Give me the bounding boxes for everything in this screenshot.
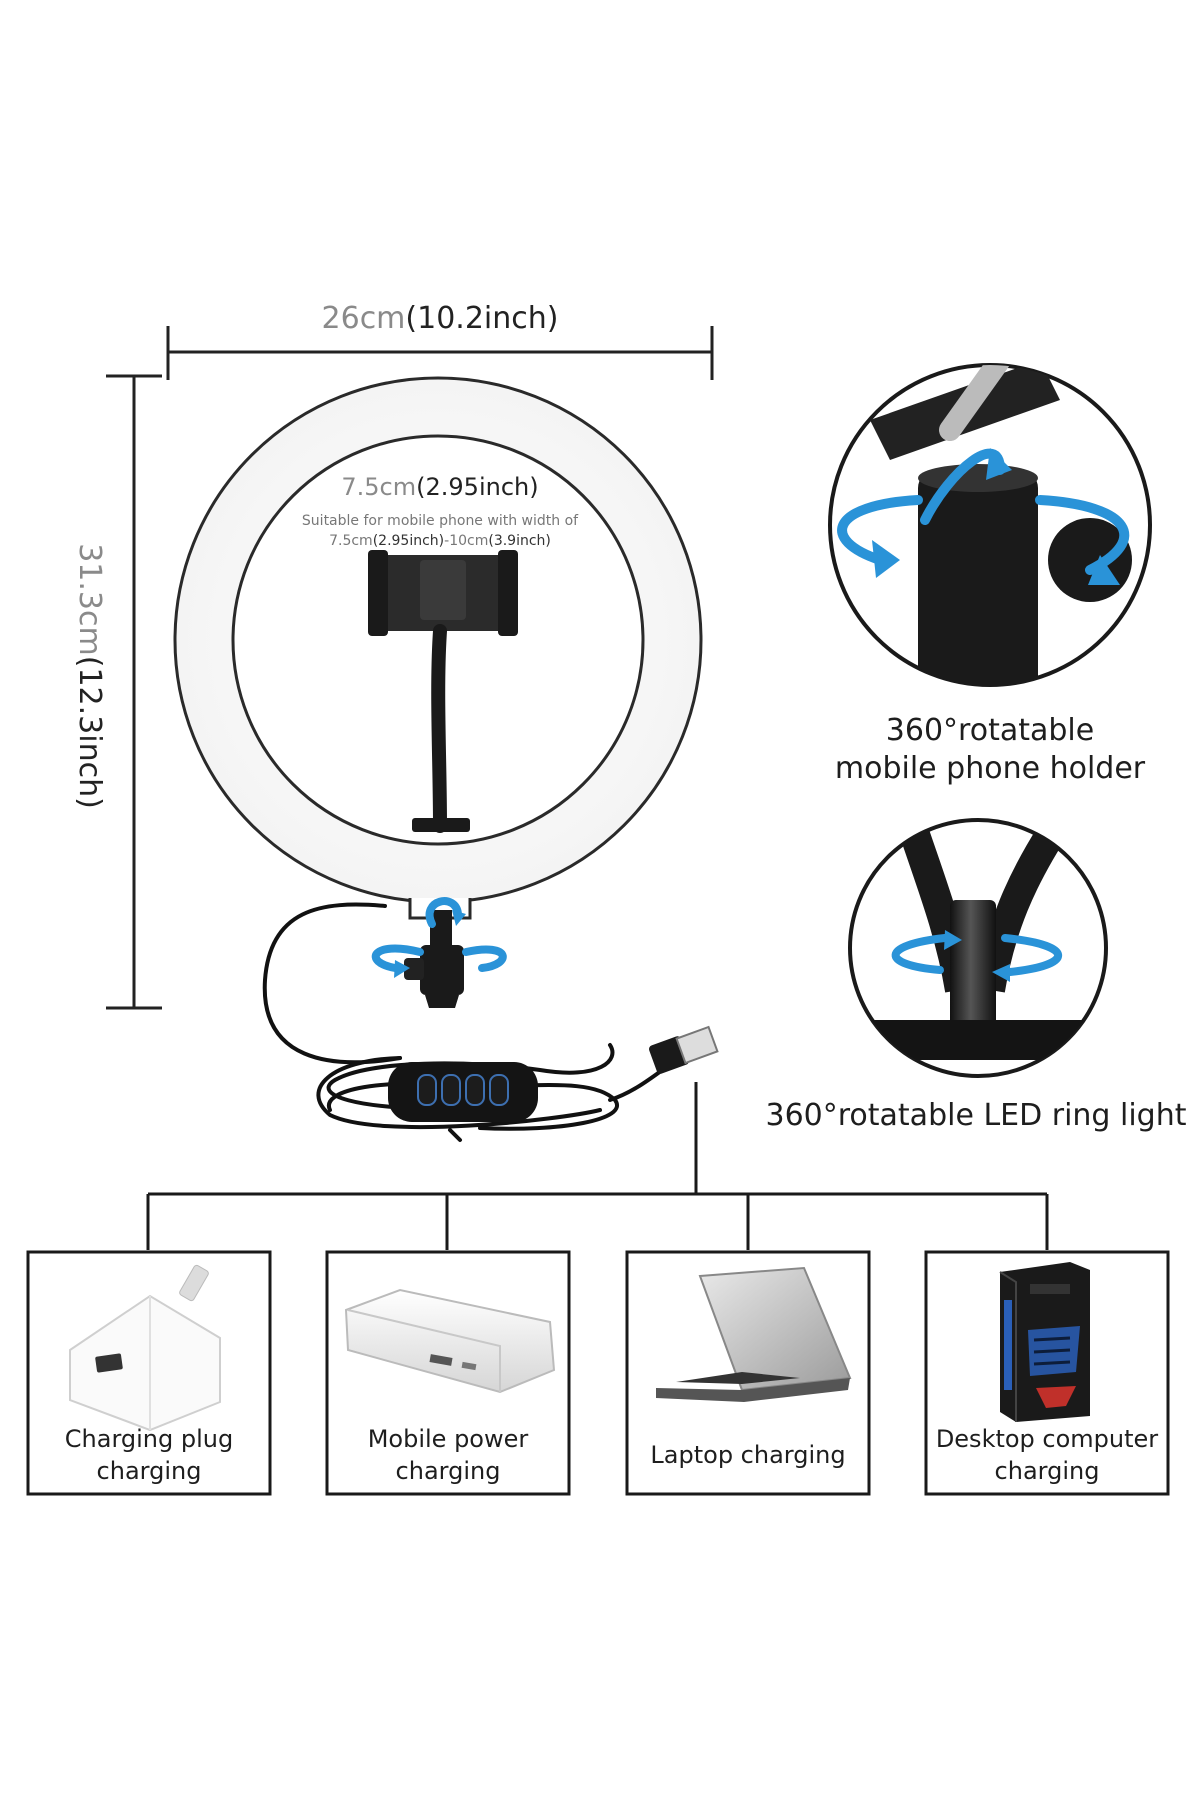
- svg-text:charging: charging: [995, 1457, 1100, 1485]
- width-dimension: 26cm(10.2inch): [166, 301, 714, 380]
- phone-range-label: 7.5cm(2.95inch)-10cm(3.9inch): [329, 533, 551, 549]
- ring-feature-label: 360°rotatable LED ring light: [765, 1098, 1186, 1133]
- power-source-mobile-power: Mobile power charging: [325, 1250, 571, 1496]
- svg-text:Charging plug: Charging plug: [65, 1425, 233, 1453]
- power-connector-lines: [146, 1082, 1049, 1250]
- power-source-laptop: Laptop charging: [625, 1250, 871, 1496]
- height-dimension: 31.3cm(12.3inch): [72, 374, 162, 1010]
- holder-detail-circle: [828, 363, 1152, 687]
- holder-feature-line2: mobile phone holder: [835, 751, 1146, 786]
- width-label: 26cm(10.2inch): [322, 301, 559, 336]
- desktop-tower-icon: [999, 1262, 1090, 1422]
- phone-min-width-label: 7.5cm(2.95inch): [341, 473, 538, 501]
- usb-plug-icon: [649, 1025, 719, 1074]
- charging-plug-icon: [69, 1264, 221, 1432]
- svg-text:Desktop computer: Desktop computer: [936, 1425, 1158, 1453]
- svg-text:charging: charging: [396, 1457, 501, 1485]
- svg-text:charging: charging: [97, 1457, 202, 1485]
- phone-suitable-label: Suitable for mobile phone with width of: [302, 513, 579, 529]
- inline-controller: [388, 1062, 538, 1122]
- rotation-arrow-icon: [371, 897, 507, 978]
- laptop-icon: [656, 1266, 852, 1402]
- power-source-desktop: Desktop computer charging: [924, 1250, 1170, 1496]
- phone-clamp: [368, 550, 518, 833]
- ball-head-mount: [404, 910, 464, 1008]
- svg-text:Laptop charging: Laptop charging: [650, 1441, 845, 1469]
- ring-rotation-detail-circle: [848, 818, 1108, 1078]
- power-bank-icon: [344, 1288, 556, 1394]
- height-label: 31.3cm(12.3inch): [72, 543, 107, 809]
- svg-text:Mobile power: Mobile power: [368, 1425, 529, 1453]
- power-source-charging-plug: Charging plug charging: [26, 1250, 272, 1496]
- holder-feature-line1: 360°rotatable: [886, 713, 1094, 748]
